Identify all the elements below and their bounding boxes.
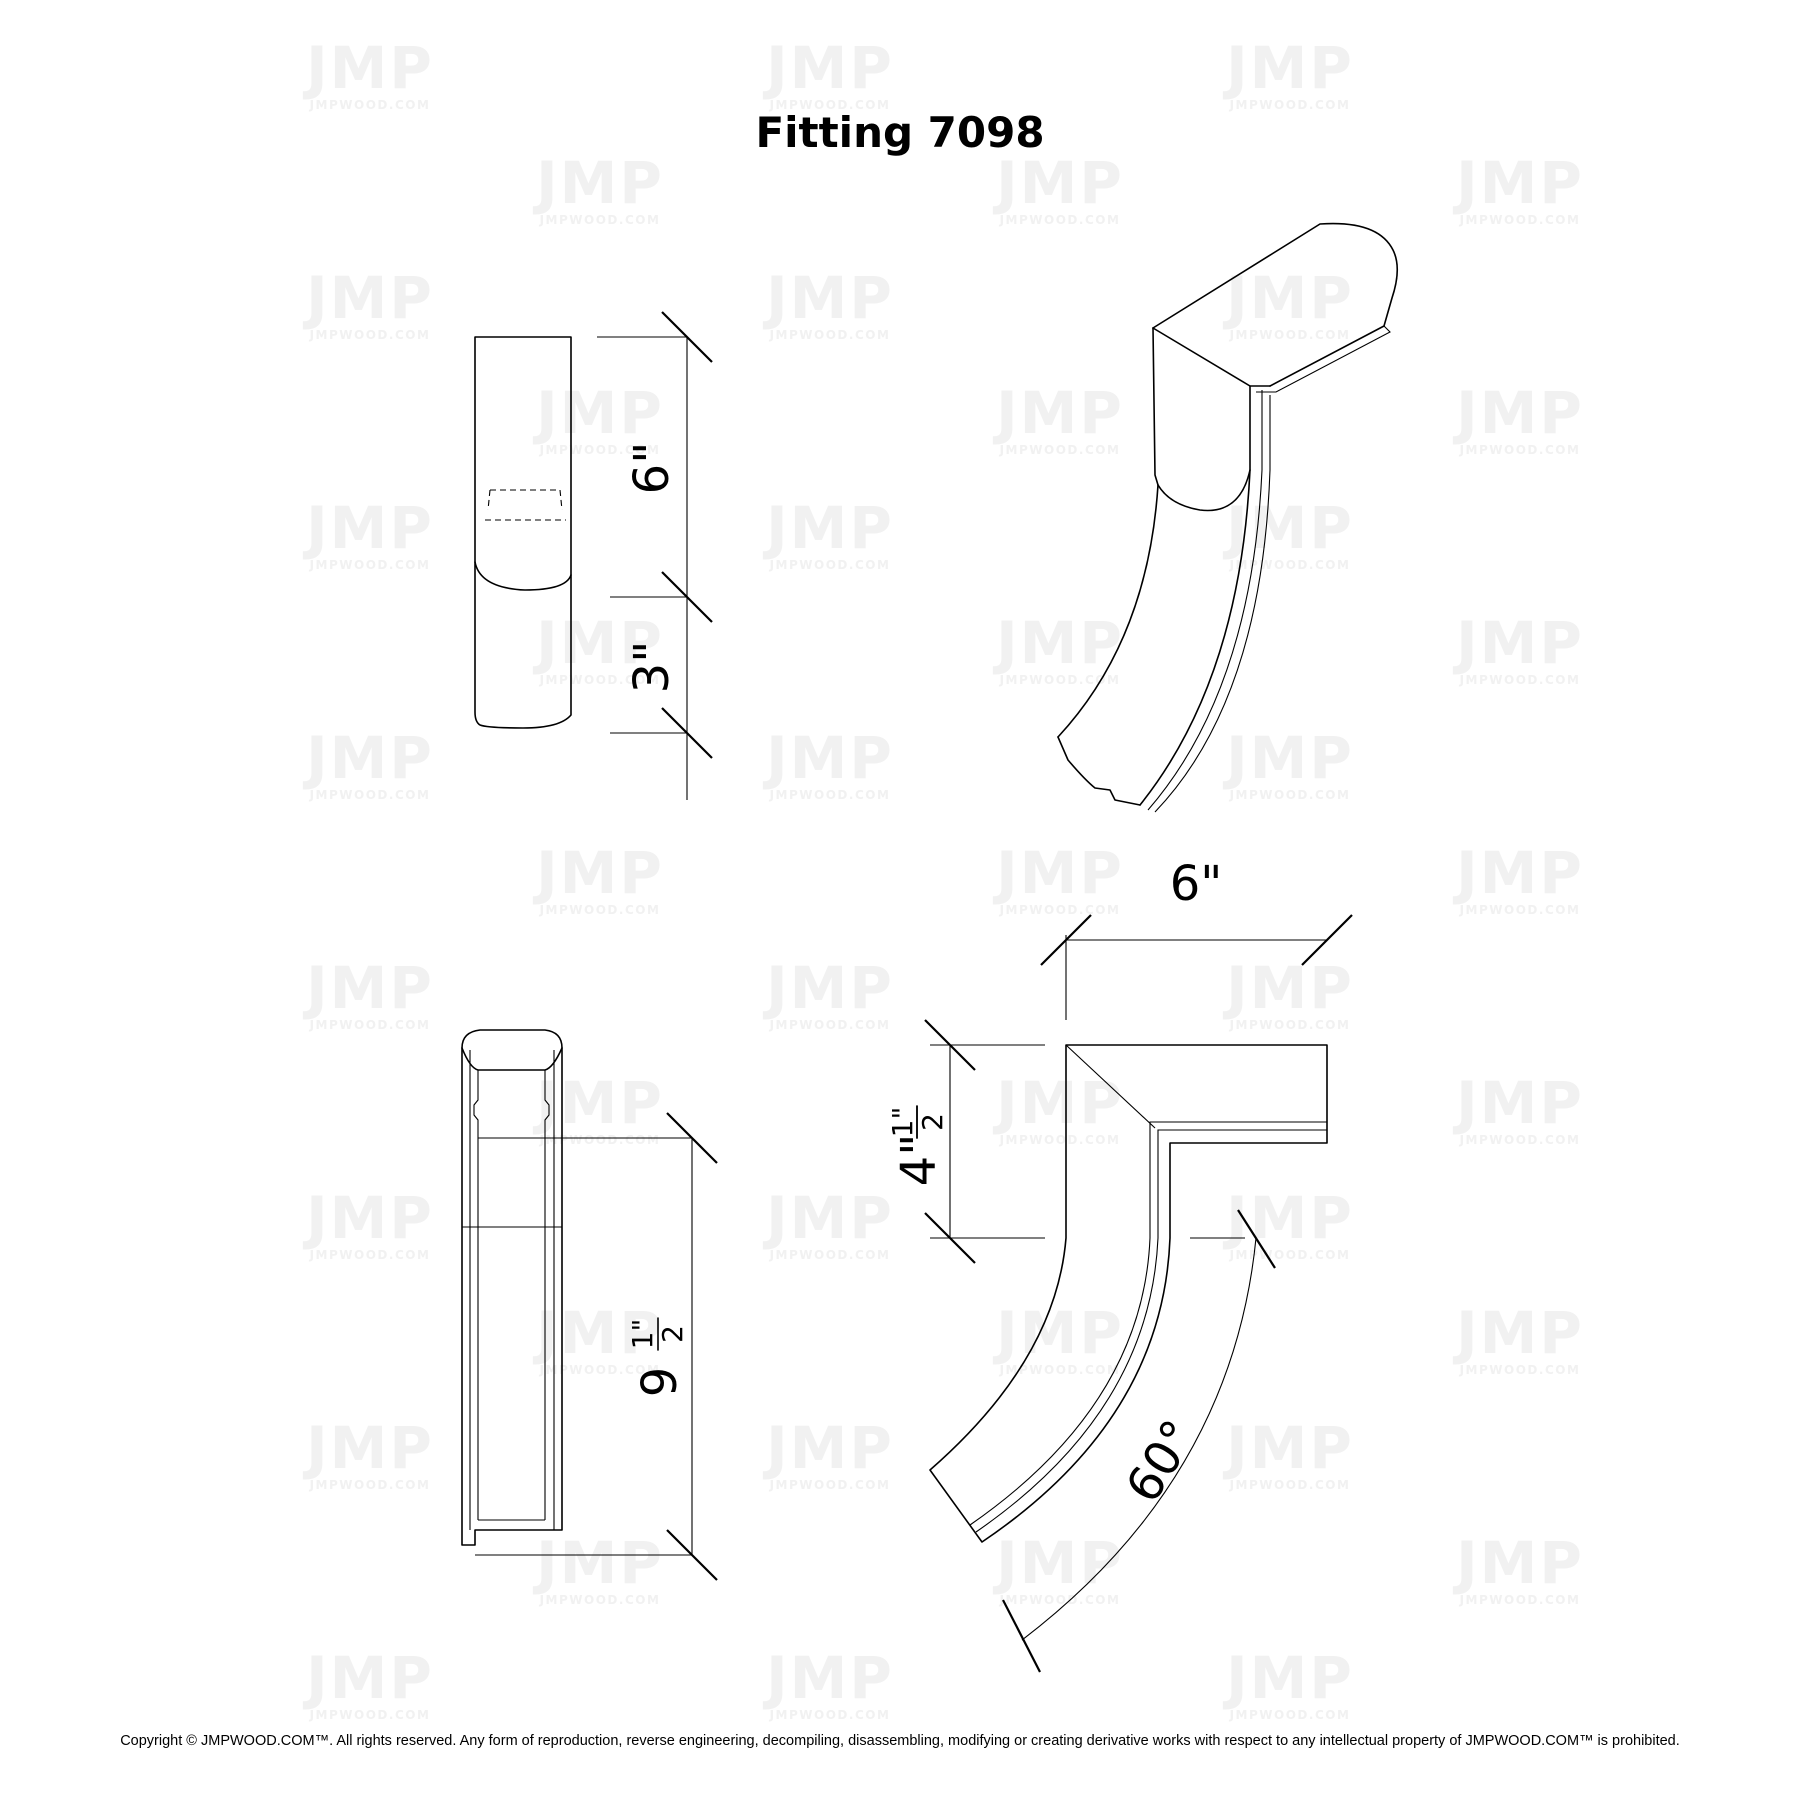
plan-height-denominator-label: 2 — [916, 1113, 949, 1131]
plan-height-whole-label: 4" — [891, 1134, 947, 1187]
front-height-whole-label: 9 — [632, 1367, 688, 1398]
side-height-top-label: 6" — [624, 442, 680, 495]
front-height-numerator-label: 1" — [626, 1319, 659, 1350]
plan-view: 6" 4" 1" 2 60° — [886, 856, 1353, 1673]
front-height-denominator-label: 2 — [656, 1325, 689, 1343]
isometric-view — [1057, 222, 1399, 813]
plan-width-label: 6" — [1170, 856, 1223, 912]
side-height-bottom-label: 3" — [624, 641, 680, 694]
copyright-notice: Copyright © JMPWOOD.COM™. All rights res… — [120, 1733, 1680, 1749]
side-elevation-view: 6" 3" — [474, 311, 713, 800]
plan-height-numerator-label: 1" — [886, 1107, 919, 1138]
page-title: Fitting 7098 — [755, 108, 1045, 157]
angle-label: 60° — [1115, 1411, 1208, 1513]
front-elevation-view: 9 1" 2 — [461, 1029, 718, 1581]
